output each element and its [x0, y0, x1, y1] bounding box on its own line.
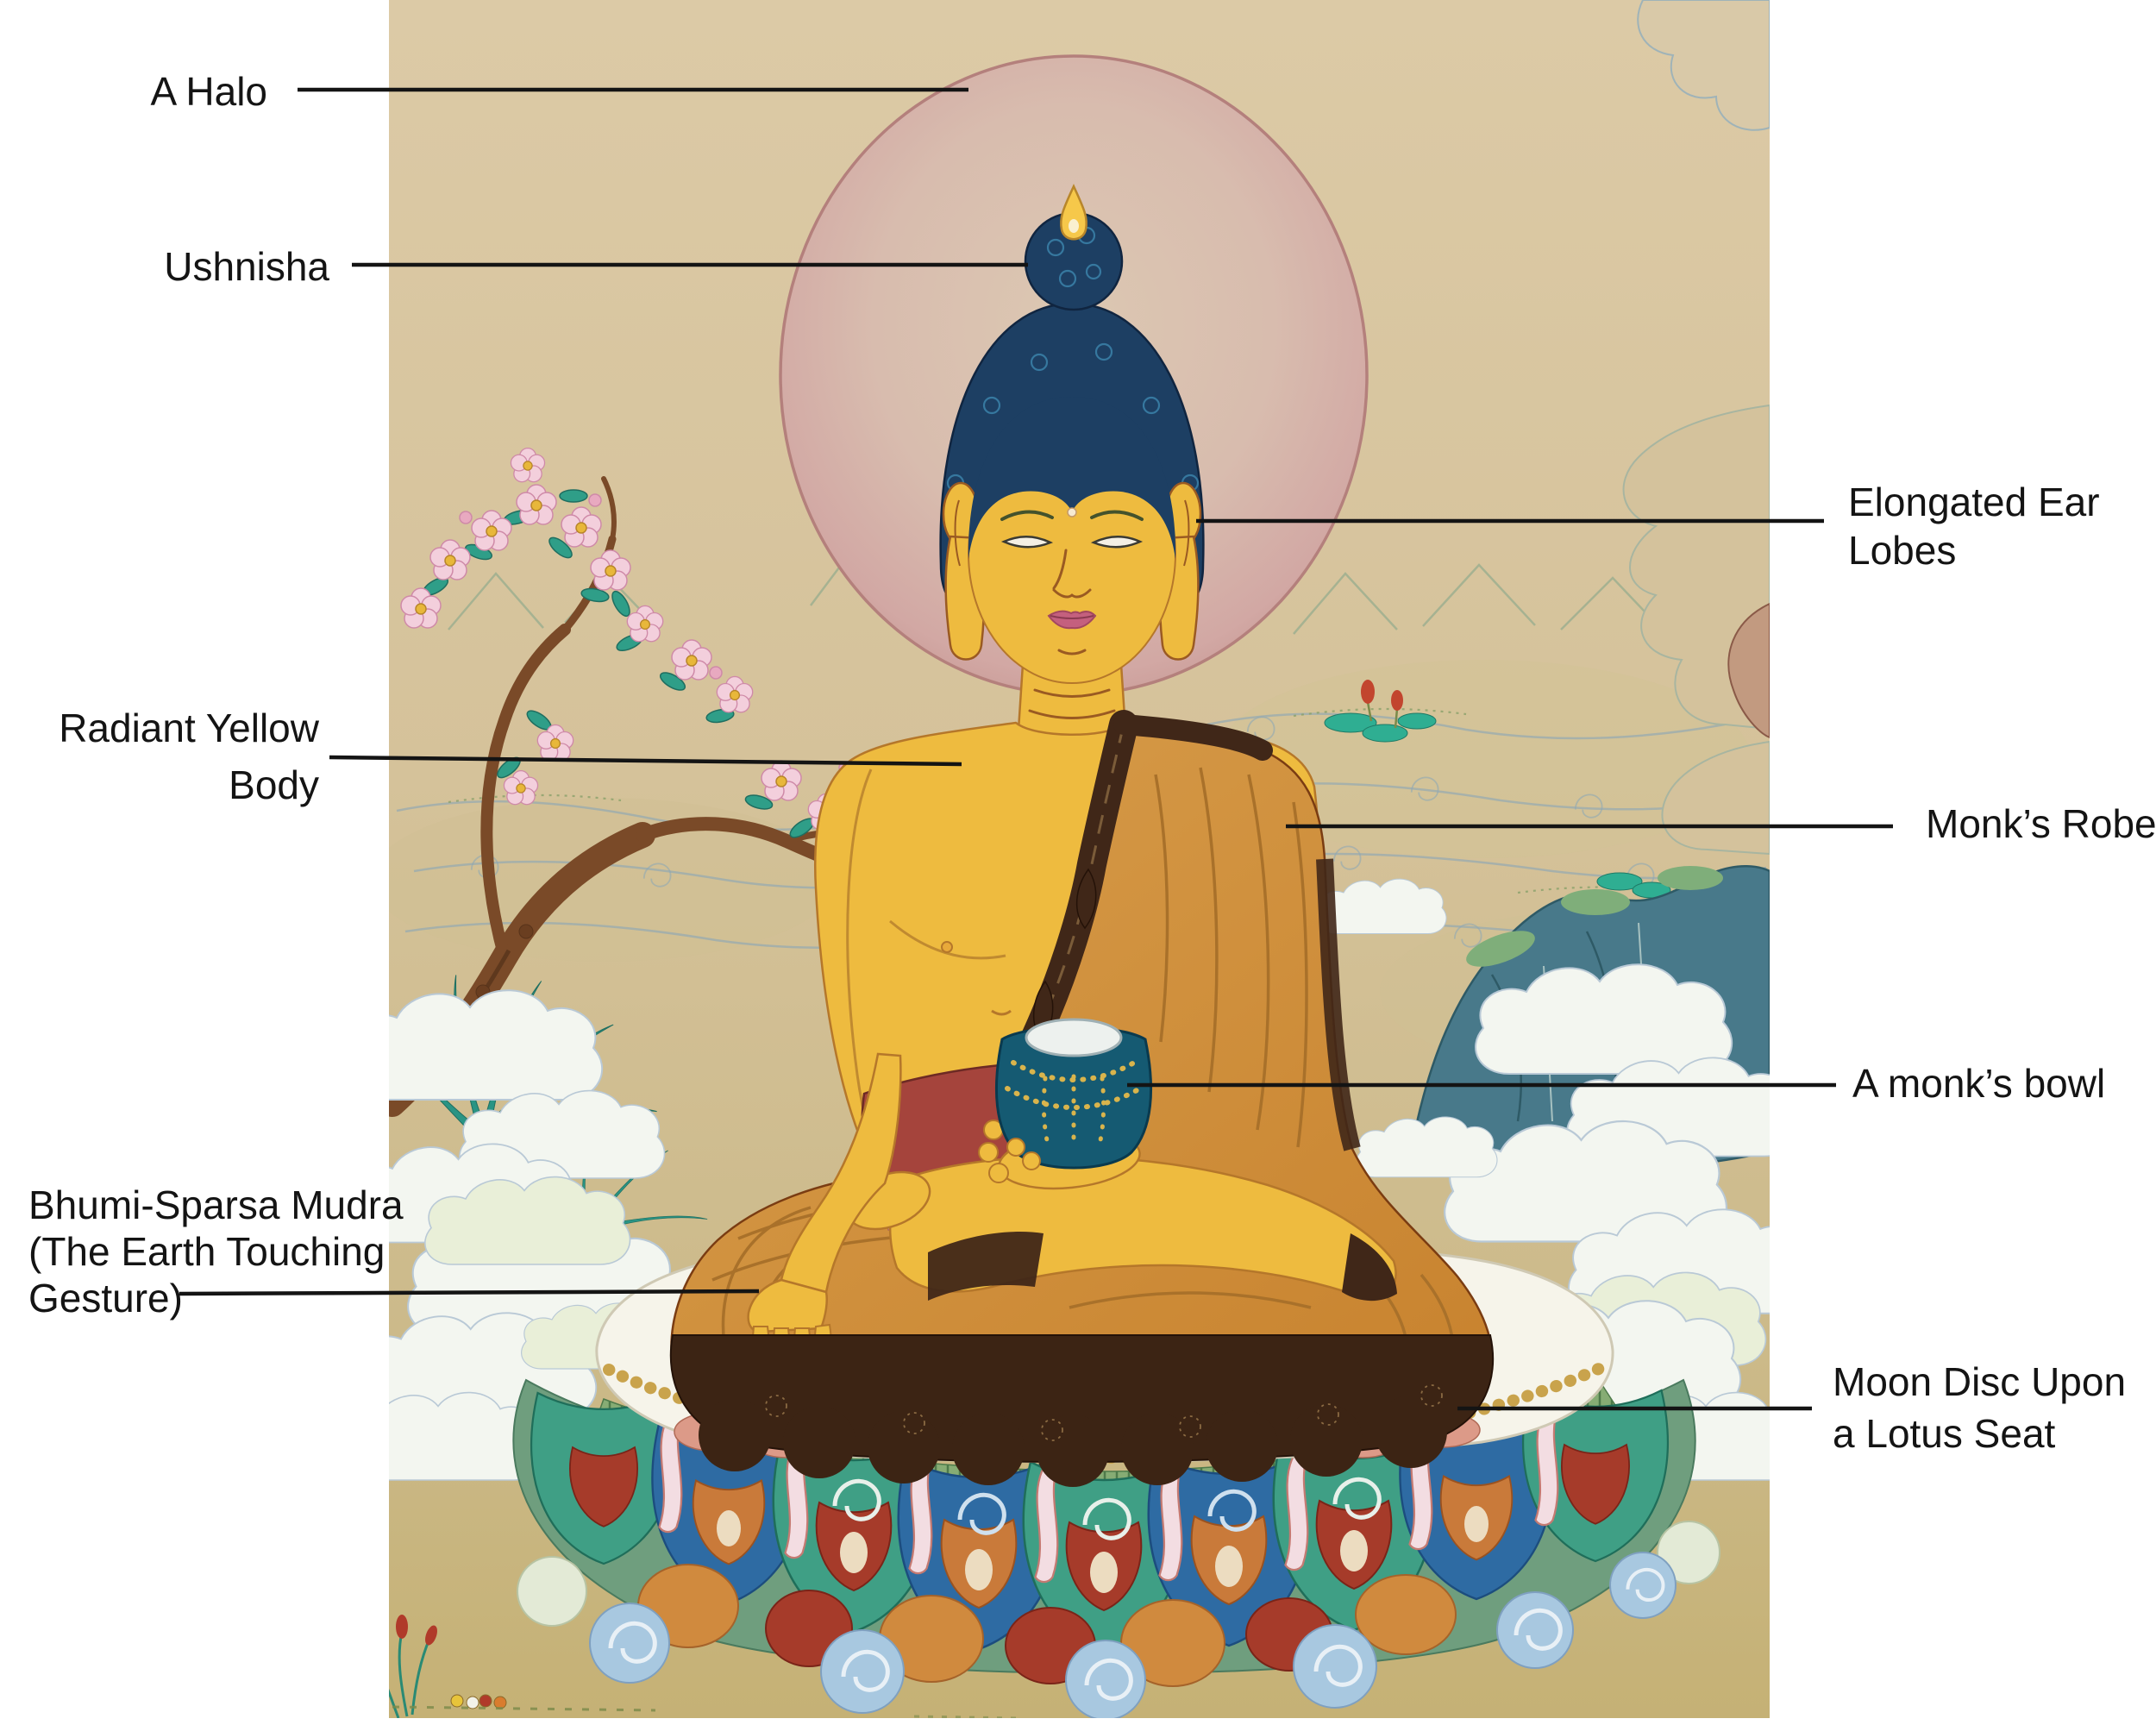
annotations: A Halo Ushnisha Elongated Ear Lobes Radi…: [28, 69, 2156, 1456]
flame-jewel: [1060, 184, 1087, 241]
thangka-painting: [389, 0, 1770, 1718]
lotus-base: [517, 1521, 1720, 1718]
radiant-body-label-line2: Body: [229, 762, 319, 807]
moon-disc-label-line1: Moon Disc Upon: [1833, 1359, 2126, 1404]
alms-bowl: [994, 1018, 1153, 1170]
corner-cloud: [1637, 0, 1770, 131]
robe-skirt: [669, 1334, 1495, 1487]
monks-robe-label: Monk’s Robe: [1926, 801, 2156, 846]
mudra-label-line1: Bhumi-Sparsa Mudra: [28, 1182, 404, 1227]
lotus-seat: [512, 1378, 1720, 1718]
red-rock: [1727, 602, 1770, 739]
radiant-body-label-line1: Radiant Yellow: [59, 706, 320, 750]
monks-bowl-label: A monk’s bowl: [1852, 1061, 2105, 1106]
ground-flora: [389, 1615, 1018, 1718]
label-ear-lobes: Elongated Ear Lobes: [1196, 480, 2100, 573]
label-mudra: Bhumi-Sparsa Mudra (The Earth Touching G…: [28, 1182, 760, 1320]
label-monks-bowl: A monk’s bowl: [1127, 1061, 2105, 1106]
mudra-leader-line: [179, 1289, 760, 1296]
ear-lobes-label-line2: Lobes: [1848, 528, 1956, 573]
halo-label: A Halo: [150, 69, 267, 114]
label-ushnisha: Ushnisha: [164, 244, 1028, 289]
ushnisha-label: Ushnisha: [164, 244, 329, 289]
face-features: [1000, 507, 1144, 656]
head: [939, 184, 1205, 684]
moon-disc-label-line2: a Lotus Seat: [1833, 1411, 2056, 1456]
mudra-label-line3: Gesture): [28, 1276, 183, 1320]
buddha-figure: [669, 184, 1495, 1487]
label-radiant-body: Radiant Yellow Body: [59, 706, 962, 807]
ear-lobes-label-line1: Elongated Ear: [1848, 480, 2100, 524]
bowl-opening: [1025, 1018, 1123, 1057]
lips: [1047, 610, 1097, 630]
mudra-label-line2: (The Earth Touching: [28, 1229, 385, 1274]
radiant-body-leader-line: [329, 755, 962, 767]
label-moon-disc: Moon Disc Upon a Lotus Seat: [1457, 1359, 2126, 1456]
label-monks-robe: Monk’s Robe: [1286, 801, 2156, 846]
label-halo: A Halo: [150, 69, 968, 114]
